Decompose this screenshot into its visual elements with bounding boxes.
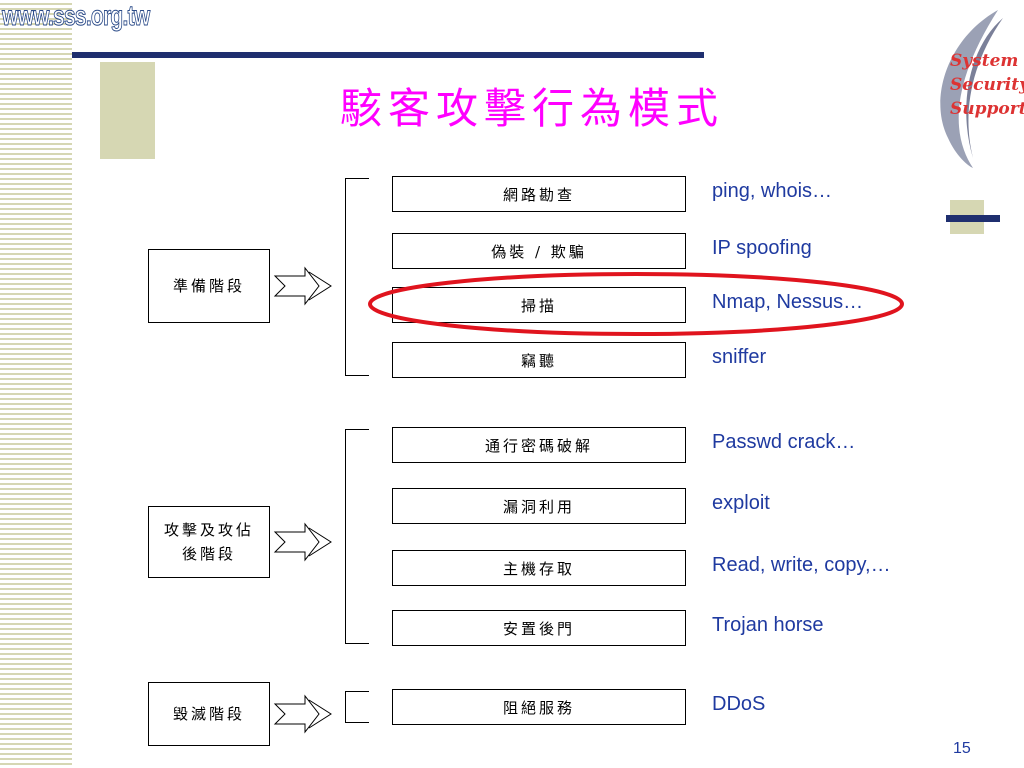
phase-label-line: 攻擊及攻佔 [163,521,254,539]
step-box: 偽裝 / 欺騙 [392,233,686,269]
logo-text-line-2: Security [950,75,1024,95]
tool-label: Passwd crack… [712,431,856,453]
double-arrow-icon [273,522,332,562]
phase-bracket [345,691,369,723]
tool-label: sniffer [712,346,767,368]
tool-label: DDoS [712,693,766,715]
phase-box: 準備階段 [148,249,270,323]
phase-box: 攻擊及攻佔後階段 [148,506,270,578]
phase-label-line: 後階段 [181,545,236,563]
double-arrow-icon [273,266,332,306]
tool-label: ping, whois… [712,180,833,202]
phase-label: 準備階段 [173,274,245,298]
phase-bracket [345,178,369,376]
title-decoration-block [100,62,155,159]
tool-label: exploit [712,492,770,514]
tool-label: Nmap, Nessus… [712,291,864,313]
sss-logo: System Security Support [940,10,1024,168]
step-box: 竊聽 [392,342,686,378]
site-url: www.sss.org.tw [2,0,151,32]
phase-label-line: 準備階段 [172,277,245,295]
step-box: 漏洞利用 [392,488,686,524]
tool-label: Trojan horse [712,614,824,636]
phase-box: 毀滅階段 [148,682,270,746]
page-number: 15 [953,740,971,757]
double-arrow-icon [273,694,332,734]
step-box: 網路勘查 [392,176,686,212]
right-decoration-bar [946,215,1000,222]
highlight-ellipse [368,272,904,336]
page-title: 駭客攻擊行為模式 [340,84,725,133]
left-stripe-decoration [0,0,72,768]
tool-label: Read, write, copy,… [712,554,891,576]
title-underline-bar [72,52,704,58]
logo-text-line-1: System [950,51,1018,71]
phase-label: 毀滅階段 [173,702,245,726]
logo-text-line-3: Support [950,99,1024,119]
step-box: 安置後門 [392,610,686,646]
phase-bracket [345,429,369,644]
step-box: 掃描 [392,287,686,323]
tool-label: IP spoofing [712,237,812,259]
phase-label: 攻擊及攻佔後階段 [164,518,254,566]
step-box: 主機存取 [392,550,686,586]
step-box: 阻絕服務 [392,689,686,725]
step-box: 通行密碼破解 [392,427,686,463]
phase-label-line: 毀滅階段 [172,705,245,723]
